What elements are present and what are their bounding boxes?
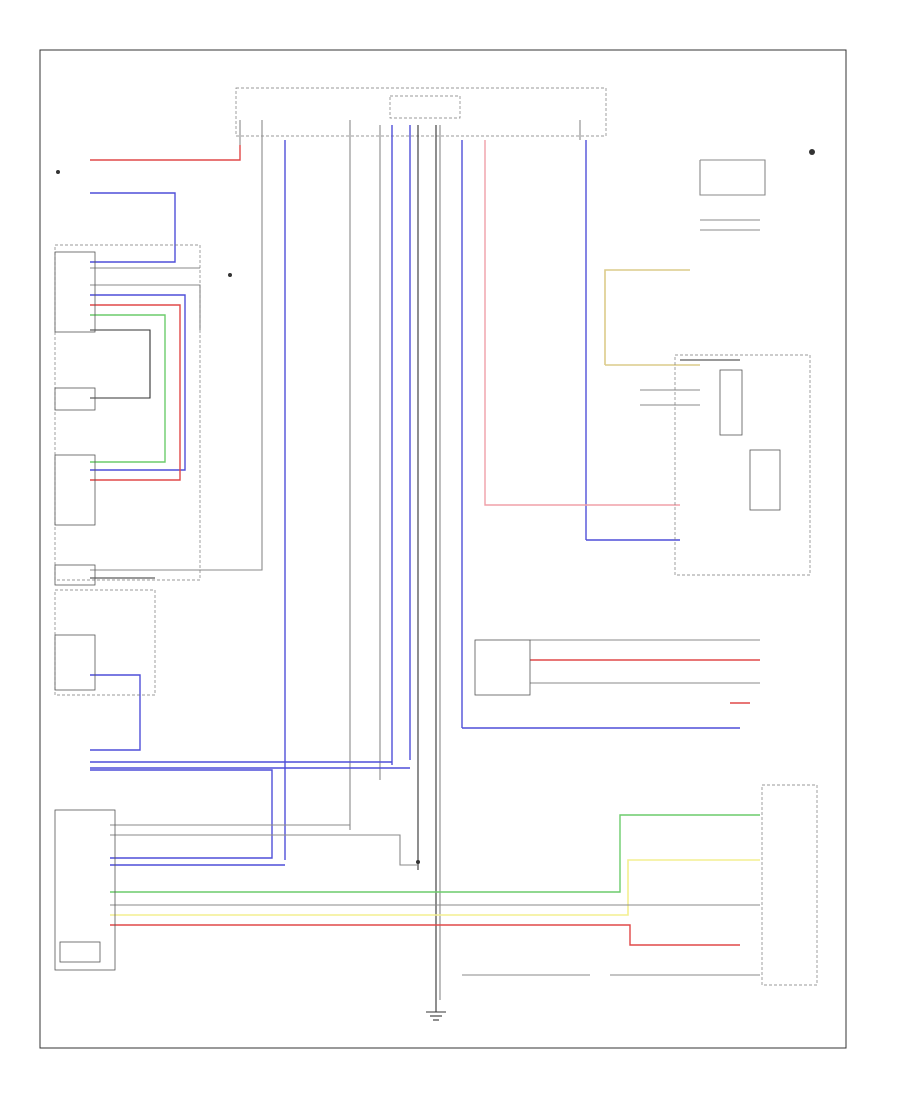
top-fuse-terminals [239,120,581,1000]
right-door-connector [474,639,531,696]
right-regulator-group [674,354,811,576]
green-wiring [90,314,760,893]
diagram-frame [39,49,847,1049]
window-lock-switch [54,387,96,411]
power-window-switch [54,454,96,526]
ground-symbol-icon [426,1000,446,1021]
black-wiring [90,329,740,579]
power-window-master-switch [54,809,116,971]
ground-point-icon [809,149,815,155]
motor-symbol [59,941,101,963]
lock-motor [719,369,743,436]
junction-dot-icon [228,273,232,277]
courtesy-light-switch [54,564,96,586]
left-components [54,244,201,971]
junction-dot-icon [56,170,60,174]
junction-block-outline [235,87,607,137]
rear-window-switch-group [761,784,818,986]
yellow-wiring [110,269,760,916]
right-components [56,149,818,986]
blue-wiring [90,125,740,866]
pink-wiring [484,140,680,506]
ecu-connector [54,251,96,333]
junction-dot-icon [416,860,420,864]
gray-wiring [90,159,766,976]
front-door-lh-connector [54,634,96,691]
fuse-cluster-outline [389,95,461,119]
right-switch-block [749,449,781,511]
window-regulator-group [54,244,201,581]
red-wiring [90,145,760,946]
